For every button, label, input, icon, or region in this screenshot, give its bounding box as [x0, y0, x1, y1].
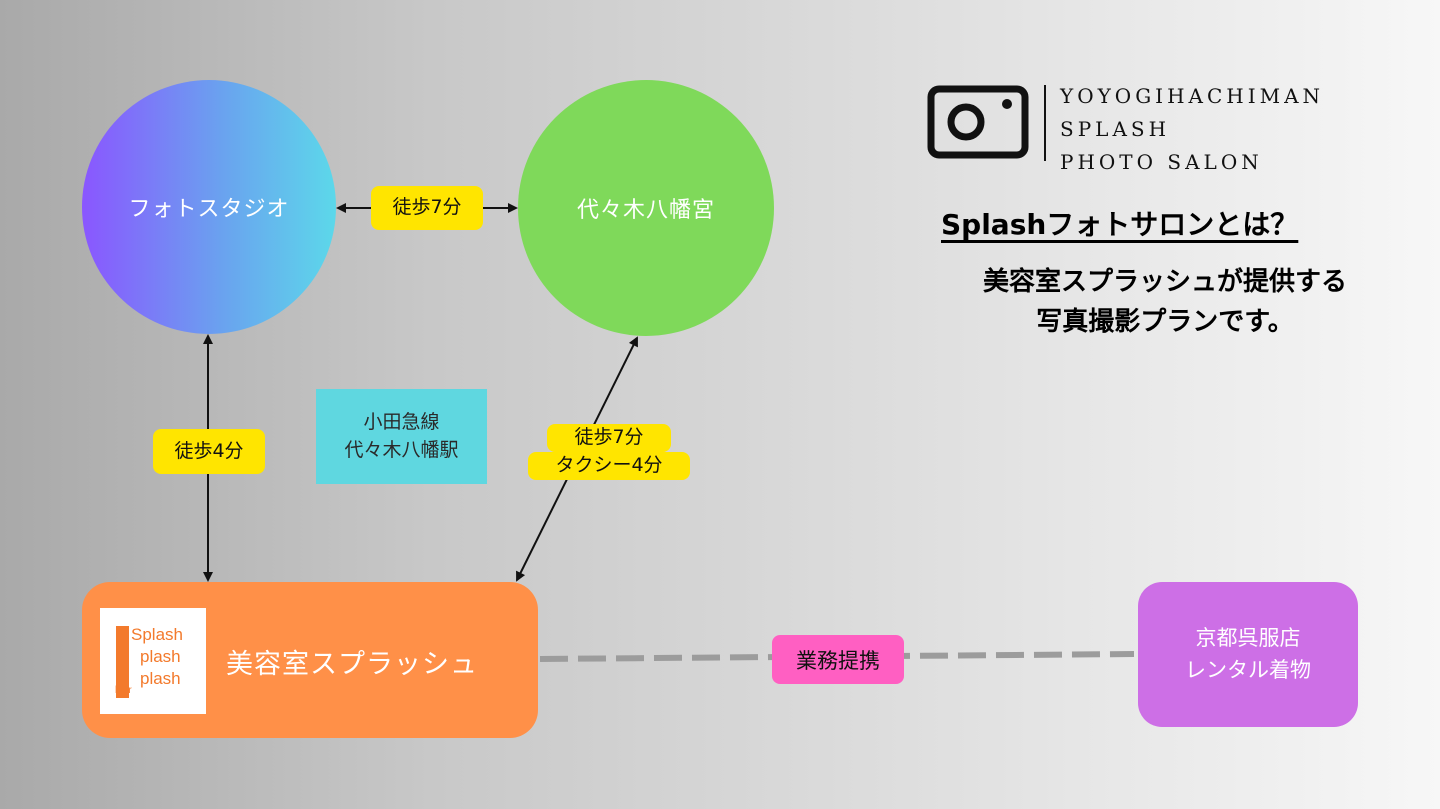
camera-icon	[927, 85, 1029, 159]
kimono-partner-node: 京都呉服店 レンタル着物	[1138, 582, 1358, 727]
logo-hair-tag: hair	[115, 685, 132, 696]
headline: Splashフォトサロンとは？	[941, 208, 1299, 241]
shrine-label: 代々木八幡宮	[576, 198, 715, 223]
description-line-2: 写真撮影プランです。	[1036, 307, 1294, 337]
time-label-text: タクシー4分	[555, 454, 663, 476]
description-line-1: 美容室スプラッシュが提供する	[982, 267, 1347, 297]
time-label-text: 徒歩7分	[574, 426, 644, 449]
partnership-text: 業務提携	[796, 648, 880, 673]
partner-name: 京都呉服店	[1195, 626, 1301, 650]
time-label-studio-salon: 徒歩4分	[153, 429, 265, 474]
brand-separator	[1044, 85, 1046, 161]
logo-word-3: plash	[140, 669, 181, 688]
salon-node: Splash plash plash hair 美容室スプラッシュ	[82, 582, 538, 738]
time-label-studio-shrine: 徒歩7分	[371, 186, 483, 230]
salon-label: 美容室スプラッシュ	[226, 649, 478, 680]
time-label-line1-box: 徒歩7分	[547, 424, 671, 452]
logo-bar	[116, 626, 129, 698]
partnership-line	[539, 651, 1135, 662]
photo-studio-label: フォトスタジオ	[128, 197, 290, 222]
brand-line-1: YOYOGIHACHIMAN	[1060, 84, 1325, 108]
logo-word-2: plash	[140, 647, 181, 666]
logo-word-1: Splash	[131, 625, 183, 644]
description: 美容室スプラッシュが提供する 写真撮影プランです。	[910, 262, 1420, 342]
station-name: 代々木八幡駅	[344, 438, 459, 461]
salon-logo: Splash plash plash hair	[100, 608, 206, 714]
time-label-shrine-salon: 徒歩7分 タクシー4分	[528, 412, 690, 492]
station-line-name: 小田急線	[363, 410, 440, 433]
yoyogi-hachiman-shrine-node: 代々木八幡宮	[518, 80, 774, 336]
brand-wordmark: YOYOGIHACHIMAN SPLASH PHOTO SALON	[1060, 80, 1324, 179]
odakyu-station-node: 小田急線 代々木八幡駅	[316, 389, 487, 484]
brand-line-2: SPLASH	[1060, 117, 1171, 141]
partnership-label: 業務提携	[772, 635, 904, 684]
brand-line-3: PHOTO SALON	[1060, 150, 1263, 174]
time-label-text: 徒歩4分	[174, 439, 244, 462]
partner-service: レンタル着物	[1185, 657, 1311, 682]
time-label-line2-box: タクシー4分	[528, 452, 690, 480]
photo-studio-node: フォトスタジオ	[82, 80, 336, 334]
time-label-text: 徒歩7分	[392, 196, 462, 219]
